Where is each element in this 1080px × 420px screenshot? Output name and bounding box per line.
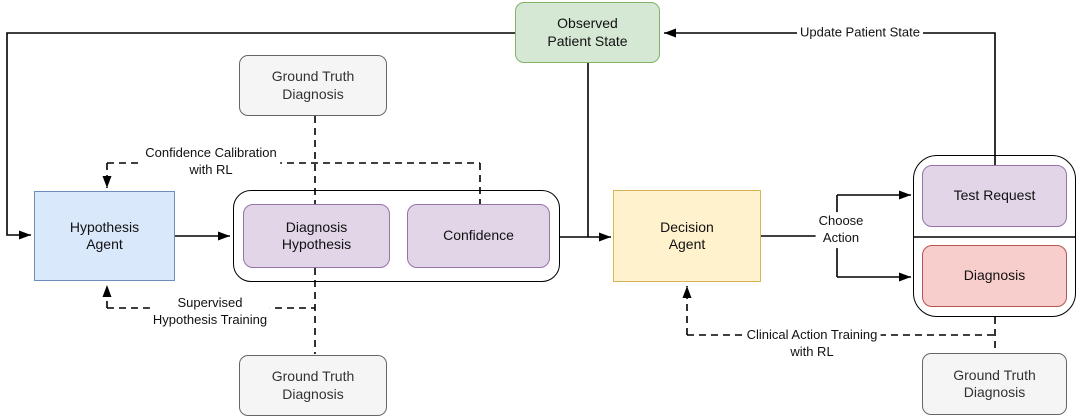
label-choose-action: Choose Action (815, 212, 867, 248)
node-confidence: Confidence (407, 204, 550, 268)
label-update-patient-state: Update Patient State (797, 23, 923, 43)
node-hypothesis-agent: Hypothesis Agent (34, 191, 175, 281)
label-clinical-action-training: Clinical Action Training with RL (743, 326, 881, 362)
node-ground-truth-diagnosis-bottom-right: Ground Truth Diagnosis (922, 353, 1067, 415)
node-diagnosis-hypothesis: Diagnosis Hypothesis (243, 204, 390, 268)
node-diagnosis: Diagnosis (922, 245, 1067, 307)
node-test-request: Test Request (922, 165, 1067, 227)
node-decision-agent: Decision Agent (613, 190, 761, 282)
edge-update-patient-state (664, 28, 996, 165)
node-ground-truth-diagnosis-top: Ground Truth Diagnosis (239, 55, 387, 116)
node-observed-patient-state: Observed Patient State (515, 2, 660, 63)
node-ground-truth-diagnosis-bottom-mid: Ground Truth Diagnosis (239, 355, 387, 416)
label-confidence-calibration: Confidence Calibration with RL (142, 144, 280, 180)
edge-state-to-hypothesis-agent (6, 32, 515, 240)
label-supervised-hypothesis-training: Supervised Hypothesis Training (149, 294, 271, 330)
